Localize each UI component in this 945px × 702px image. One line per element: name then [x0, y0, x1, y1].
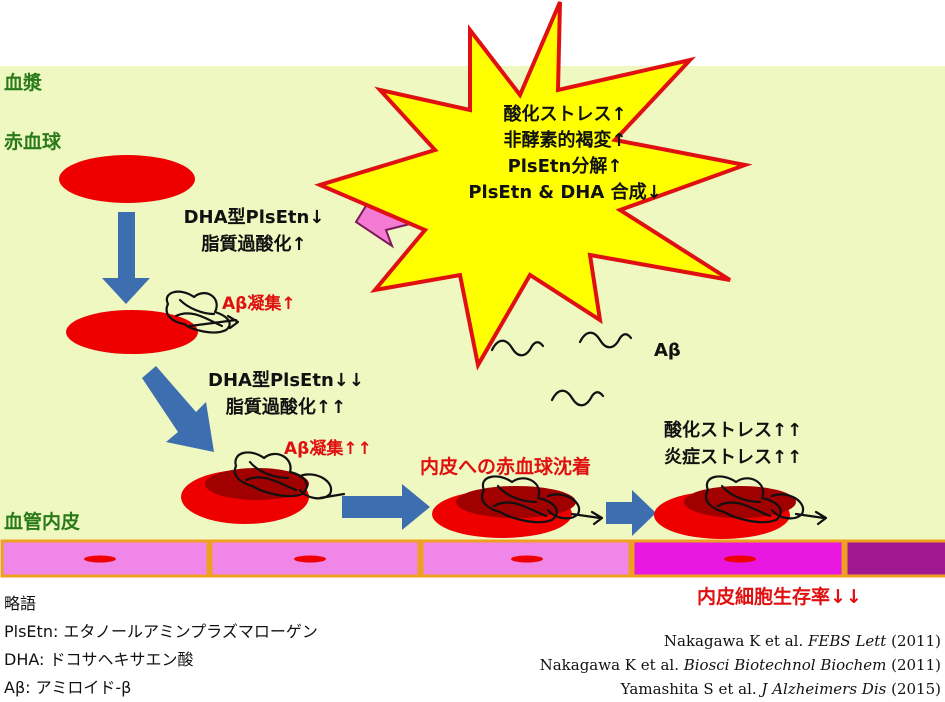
abeta-aggregate: [165, 290, 240, 334]
rbc-label: 赤血球: [4, 131, 62, 153]
burst-line: PlsEtn分解↑: [507, 156, 623, 177]
glossary-item: DHA: ドコサヘキサエン酸: [4, 650, 194, 669]
stage1-aggregation: Aβ凝集↑: [222, 294, 296, 314]
glossary-item: PlsEtn: エタノールアミンプラズマローゲン: [4, 622, 318, 641]
stress-line: 酸化ストレス↑↑: [664, 420, 803, 441]
red-blood-cell: [66, 310, 198, 354]
red-blood-cell-deposited: [654, 486, 796, 539]
cell-nucleus: [724, 555, 756, 563]
abeta-aggregate: [233, 451, 346, 500]
abeta-aggregate: [704, 475, 828, 526]
survival-label: 内皮細胞生存率↓↓: [697, 586, 862, 608]
arrow-right-icon: [342, 484, 430, 530]
arrow-right-icon: [606, 490, 656, 536]
stress-burst: [314, 1, 753, 371]
reference-year: (2011): [886, 656, 941, 674]
stage2-aggregation: Aβ凝集↑↑: [284, 439, 372, 459]
red-blood-cell-aggregated: [181, 468, 309, 524]
reference-journal: Biosci Biotechnol Biochem: [683, 656, 887, 674]
endothelium-layer: [0, 539, 945, 578]
reference-journal: FEBS Lett: [808, 632, 887, 650]
endothelial-cell-damaged: [844, 539, 945, 578]
reference-authors: Yamashita S et al.: [620, 680, 762, 698]
stage1-line: 脂質過酸化↑: [201, 234, 307, 255]
cell-nucleus: [511, 555, 543, 563]
reference-journal: J Alzheimers Dis: [761, 680, 887, 698]
abeta-monomers: [490, 331, 633, 407]
stage1-line: DHA型PlsEtn↓: [183, 207, 325, 228]
arrow-diagonal-icon: [142, 366, 214, 452]
cell-nucleus: [84, 555, 116, 563]
plasma-label: 血漿: [4, 72, 43, 94]
abeta-label: Aβ: [654, 340, 681, 361]
glossary-title: 略語: [4, 594, 37, 613]
burst-text: 酸化ストレス↑ 非酵素的褐変↑ PlsEtn分解↑ PlsEtn & DHA 合…: [420, 102, 710, 206]
flow-arrows: [102, 212, 656, 536]
reference-year: (2011): [886, 632, 941, 650]
burst-line: 非酵素的褐変↑: [503, 130, 627, 151]
stage2-line: 脂質過酸化↑↑: [225, 397, 347, 418]
red-blood-cell: [59, 155, 195, 203]
reference-authors: Nakagawa K et al.: [663, 632, 809, 650]
deposition-label: 内皮への赤血球沈着: [420, 456, 592, 478]
stage2-text: DHA型PlsEtn↓↓ 脂質過酸化↑↑: [186, 367, 386, 421]
cell-nucleus: [294, 555, 326, 563]
burst-line: 酸化ストレス↑: [503, 104, 627, 125]
stress-line: 炎症ストレス↑↑: [664, 447, 803, 468]
reference: Nakagawa K et al. Biosci Biotechnol Bioc…: [540, 656, 941, 674]
reference-year: (2015): [886, 680, 941, 698]
stress-text: 酸化ストレス↑↑ 炎症ストレス↑↑: [664, 417, 802, 471]
reference: Nakagawa K et al. FEBS Lett (2011): [664, 632, 941, 650]
reference-authors: Nakagawa K et al.: [539, 656, 684, 674]
stage1-text: DHA型PlsEtn↓ 脂質過酸化↑: [164, 204, 344, 258]
abeta-aggregate: [480, 475, 604, 526]
endothelium-label: 血管内皮: [4, 511, 81, 533]
arrow-down-icon: [102, 212, 150, 304]
glossary-item: Aβ: アミロイド-β: [4, 678, 132, 697]
burst-line: PlsEtn & DHA 合成↓: [468, 182, 662, 203]
reference: Yamashita S et al. J Alzheimers Dis (201…: [621, 680, 941, 698]
stage2-line: DHA型PlsEtn↓↓: [208, 370, 364, 391]
